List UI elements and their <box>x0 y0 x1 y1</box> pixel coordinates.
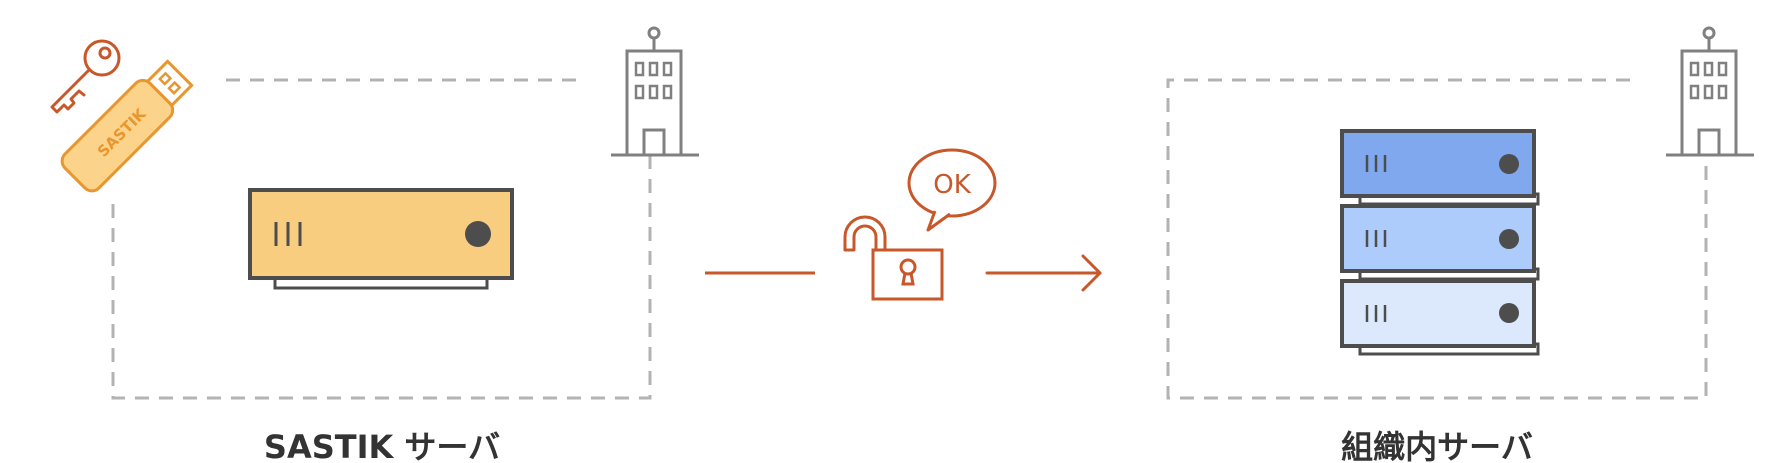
internal-zone <box>1166 78 1708 400</box>
key-icon <box>50 39 121 114</box>
server-rack-icon <box>1340 129 1540 356</box>
unlock-icon <box>843 215 944 301</box>
server-icon <box>248 188 514 290</box>
usb-key-icon: SASTIK <box>60 59 194 193</box>
sastik-server-caption: SASTIK サーバ <box>264 428 500 463</box>
sastik-zone <box>111 78 652 400</box>
building-icon <box>611 26 699 157</box>
building-icon <box>1666 26 1754 157</box>
internal-zone-border <box>1166 78 1708 400</box>
speech-bubble-icon: OK <box>907 148 997 232</box>
arrow-icon <box>985 254 1102 292</box>
internal-server-caption: 組織内サーバ <box>1341 428 1533 463</box>
ok-label: OK <box>933 170 971 200</box>
sastik-zone-border <box>111 78 652 400</box>
